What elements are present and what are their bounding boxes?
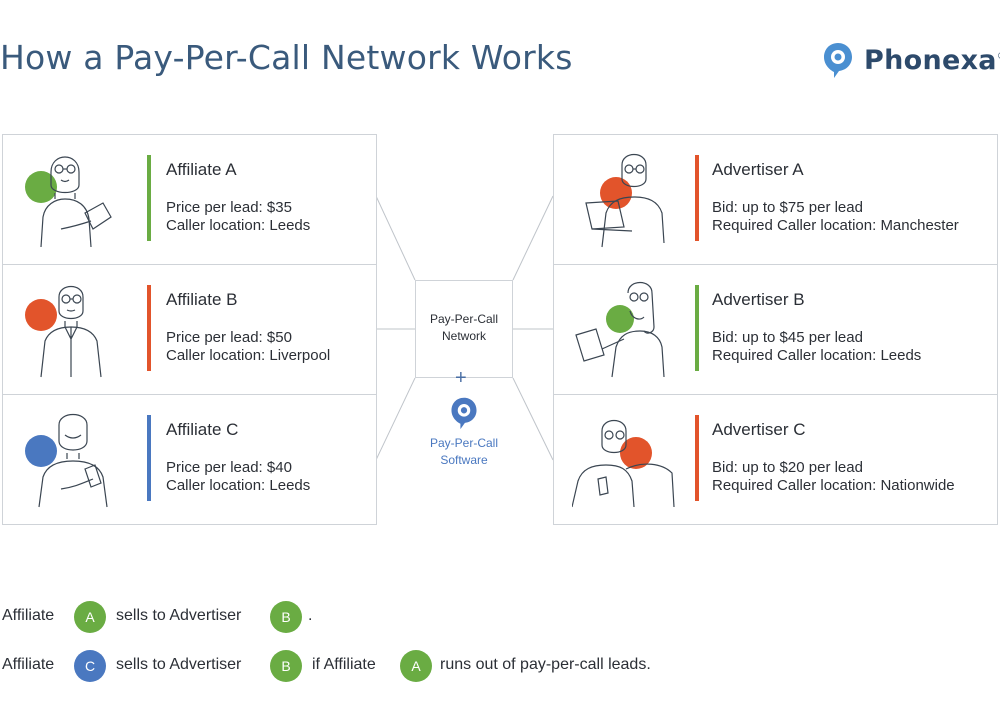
- advertiser-card-c: Advertiser C Bid: up to $20 per lead Req…: [553, 394, 998, 525]
- advertiser-b-color-bar: [695, 285, 699, 371]
- advertiser-card-a: Advertiser A Bid: up to $75 per lead Req…: [553, 134, 998, 265]
- affiliate-card-a: Affiliate A Price per lead: $35 Caller l…: [2, 134, 377, 265]
- advertiser-b-bid: up to $45 per lead: [742, 329, 863, 346]
- network-box: Pay-Per-Call Network: [415, 280, 513, 378]
- advertiser-c-location: Nationwide: [880, 477, 955, 494]
- advertiser-a-illustration: [585, 153, 665, 248]
- advertiser-a-color-bar: [695, 155, 699, 241]
- affiliate-c-color-bar: [147, 415, 151, 501]
- affiliate-c-price-label: Price per lead:: [166, 459, 263, 476]
- logo-wordmark: Phonexa: [864, 44, 997, 76]
- advertiser-c-bid-label: Bid:: [712, 459, 738, 476]
- network-label-line2: Network: [441, 329, 486, 343]
- affiliate-a-color-bar: [147, 155, 151, 241]
- affiliate-c-name: Affiliate C: [166, 420, 239, 439]
- affiliate-c-price: $40: [266, 459, 292, 476]
- affiliate-b-location: Liverpool: [269, 347, 331, 364]
- legend-2-text-2: sells to Advertiser: [116, 656, 242, 673]
- phonexa-logo-icon: [824, 43, 852, 78]
- affiliate-a-price-label: Price per lead:: [166, 199, 263, 216]
- legend-2-badge-b: B: [270, 650, 302, 682]
- advertiser-a-bid: up to $75 per lead: [742, 199, 863, 216]
- legend-1-text-1: Affiliate: [2, 607, 55, 624]
- advertiser-c-name: Advertiser C: [712, 420, 806, 439]
- affiliate-b-name: Affiliate B: [166, 290, 238, 309]
- registered-mark: ®: [997, 51, 1000, 62]
- advertiser-card-b: Advertiser B Bid: up to $45 per lead Req…: [553, 264, 998, 395]
- legend-row-1: Affiliate A sells to Advertiser B .: [2, 601, 402, 633]
- advertiser-a-location: Manchester: [880, 217, 959, 234]
- advertiser-b-bid-label: Bid:: [712, 329, 738, 346]
- network-label-line1: Pay-Per-Call: [429, 312, 498, 326]
- affiliate-card-c: Affiliate C Price per lead: $40 Caller l…: [2, 394, 377, 525]
- software-label-line1: Pay-Per-Call: [429, 436, 498, 450]
- software-label: Pay-Per-Call Software: [415, 435, 513, 469]
- advertiser-a-bid-label: Bid:: [712, 199, 738, 216]
- affiliate-c-illustration: [25, 413, 108, 508]
- legend-2-text-1: Affiliate: [2, 656, 55, 673]
- advertiser-b-name: Advertiser B: [712, 290, 805, 309]
- affiliate-a-location: Leeds: [269, 217, 311, 234]
- legend-1-badge-a: A: [74, 601, 106, 633]
- advertiser-a-name: Advertiser A: [712, 160, 804, 179]
- advertiser-b-location-label: Required Caller location:: [712, 347, 877, 364]
- phonexa-logo: Phonexa®: [822, 40, 1000, 80]
- affiliate-b-price-label: Price per lead:: [166, 329, 263, 346]
- legend-1-badge-b: B: [270, 601, 302, 633]
- advertiser-b-illustration: [575, 281, 665, 378]
- affiliate-card-b: Affiliate B Price per lead: $50 Caller l…: [2, 264, 377, 395]
- legend-2-badge-c: C: [74, 650, 106, 682]
- legend-2-text-4: runs out of pay-per-call leads.: [440, 656, 651, 673]
- page-title: How a Pay-Per-Call Network Works: [0, 38, 573, 77]
- advertiser-b-location: Leeds: [880, 347, 922, 364]
- advertiser-a-location-label: Required Caller location:: [712, 217, 877, 234]
- advertiser-c-location-label: Required Caller location:: [712, 477, 877, 494]
- advertiser-c-bid: up to $20 per lead: [742, 459, 863, 476]
- legend-1-text-2: sells to Advertiser: [116, 607, 242, 624]
- affiliate-c-location: Leeds: [269, 477, 311, 494]
- affiliate-b-color-bar: [147, 285, 151, 371]
- advertiser-c-color-bar: [695, 415, 699, 501]
- legend-row-2: Affiliate C sells to Advertiser B if Aff…: [2, 650, 722, 682]
- affiliate-a-name: Affiliate A: [166, 160, 237, 179]
- legend-1-text-3: .: [308, 607, 313, 624]
- affiliate-a-illustration: [25, 156, 112, 248]
- plus-sign: +: [455, 367, 467, 389]
- software-pin-icon: [451, 397, 477, 430]
- advertiser-c-illustration: [572, 419, 675, 508]
- software-label-line2: Software: [440, 453, 488, 467]
- affiliate-c-location-label: Caller location:: [166, 477, 266, 494]
- legend-2-badge-a: A: [400, 650, 432, 682]
- affiliate-a-price: $35: [266, 199, 292, 216]
- affiliate-b-price: $50: [266, 329, 292, 346]
- affiliate-b-illustration: [25, 285, 102, 378]
- affiliate-a-location-label: Caller location:: [166, 217, 266, 234]
- affiliate-b-location-label: Caller location:: [166, 347, 266, 364]
- legend-2-text-3: if Affiliate: [312, 656, 376, 673]
